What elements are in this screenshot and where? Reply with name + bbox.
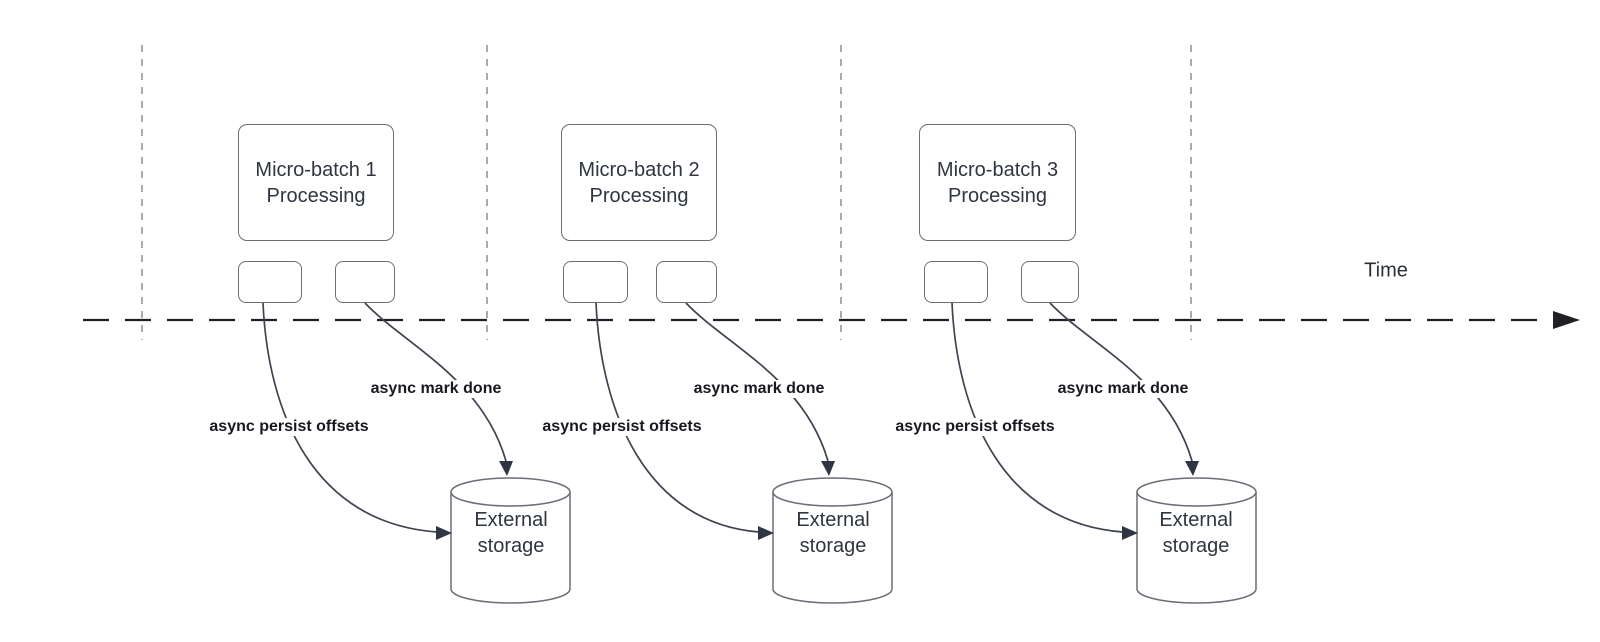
external-storage-label-1-line2: storage [477, 535, 545, 557]
offset-task-box-1 [238, 261, 302, 303]
database-cylinder-1 [450, 477, 571, 604]
mark-done-label-2: async mark done [690, 380, 828, 398]
mark-done-label-3: async mark done [1054, 380, 1192, 398]
timeline-arrowhead-icon [1553, 311, 1580, 329]
external-storage-label-3-line1: External [1159, 509, 1233, 531]
database-cylinder-2 [772, 477, 893, 604]
persist-offsets-curve-1 [262, 302, 438, 533]
time-axis-label: Time [1364, 259, 1408, 282]
micro-batch-2-title: Micro-batch 2 [578, 158, 700, 181]
micro-batch-3-subtitle: Processing [948, 184, 1047, 207]
mark-arrowhead-icon-3 [1185, 461, 1199, 476]
mark-done-curve-1 [364, 302, 507, 462]
micro-batch-1-title: Micro-batch 1 [255, 158, 377, 181]
persist-offsets-curve-2 [595, 302, 760, 533]
offset-task-box-2 [563, 261, 628, 303]
database-cylinder-3 [1136, 477, 1257, 604]
mark-done-label-1: async mark done [367, 380, 505, 398]
persist-offsets-label-1: async persist offsets [206, 418, 372, 436]
micro-batch-3-title: Micro-batch 3 [936, 158, 1059, 181]
micro-batch-2-subtitle: Processing [589, 184, 689, 207]
persist-arrowhead-icon-3 [1122, 526, 1138, 540]
external-storage-label-2-line2: storage [799, 535, 867, 557]
mark-done-curve-3 [1049, 302, 1193, 462]
external-storage-label-2: External storage [796, 507, 869, 559]
external-storage-label-1-line1: External [474, 509, 548, 531]
commit-task-box-2 [656, 261, 717, 303]
offset-task-box-3 [924, 261, 988, 303]
persist-offsets-curve-3 [951, 302, 1124, 533]
mark-arrowhead-icon-1 [499, 461, 513, 476]
mark-arrowhead-icon-2 [821, 461, 835, 476]
external-storage-label-3-line2: storage [1162, 535, 1230, 557]
commit-task-box-3 [1021, 261, 1079, 303]
micro-batch-1-processing-box: Micro-batch 1 Processing [238, 124, 394, 241]
mark-done-curve-2 [685, 302, 829, 462]
external-storage-label-1: External storage [474, 507, 547, 559]
external-storage-label-3: External storage [1159, 507, 1232, 559]
micro-batch-2-processing-box: Micro-batch 2 Processing [561, 124, 717, 241]
micro-batch-3-processing-box: Micro-batch 3 Processing [919, 124, 1076, 241]
persist-arrowhead-icon-2 [758, 526, 774, 540]
persist-arrowhead-icon-1 [436, 526, 452, 540]
persist-offsets-label-3: async persist offsets [892, 418, 1058, 436]
commit-task-box-1 [335, 261, 395, 303]
persist-offsets-label-2: async persist offsets [539, 418, 705, 436]
micro-batch-1-subtitle: Processing [266, 184, 366, 207]
external-storage-label-2-line1: External [796, 509, 870, 531]
